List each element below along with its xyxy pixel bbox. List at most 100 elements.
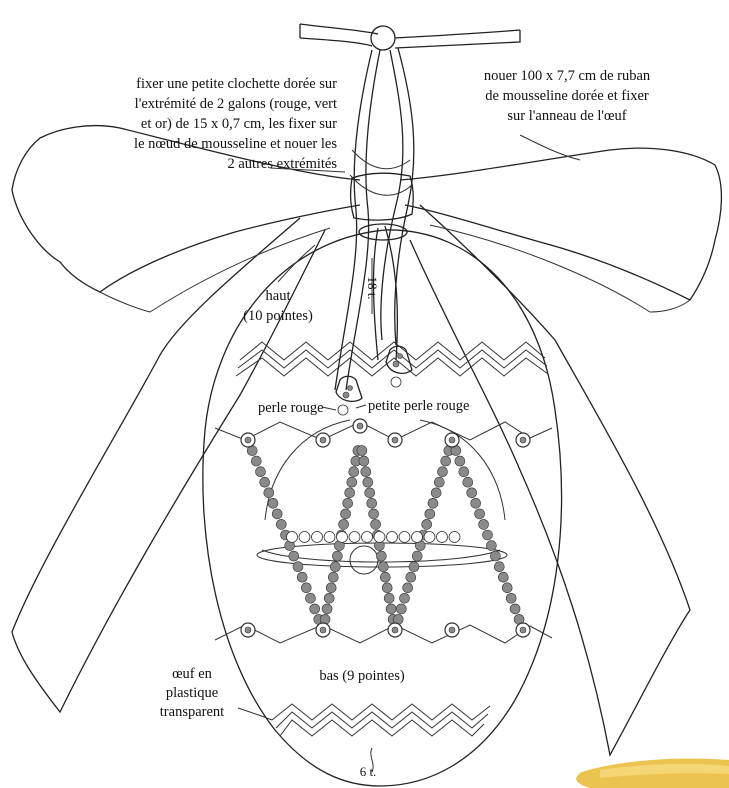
egg-top-ring — [359, 224, 407, 240]
bead — [332, 551, 342, 561]
bead — [276, 519, 286, 529]
bead — [330, 562, 340, 572]
callout-red-bead — [322, 407, 336, 410]
top-ribbon-loop — [300, 24, 378, 46]
bead — [498, 572, 508, 582]
egg-material-line-3: transparent — [160, 704, 224, 720]
bead — [438, 467, 448, 477]
pearl — [349, 532, 360, 543]
bead — [406, 572, 416, 582]
bead — [289, 551, 299, 561]
bell-instruction-line-5: 2 autres extrémités — [227, 156, 337, 172]
ring-bead-top — [388, 433, 402, 447]
ring-bead-top — [516, 433, 530, 447]
callout-small-red-bead — [356, 405, 366, 408]
callout-top — [278, 245, 315, 282]
bead — [272, 509, 282, 519]
pearl — [299, 532, 310, 543]
right-ribbon-tail — [410, 205, 690, 755]
bottom-zigzag-2 — [276, 712, 488, 728]
bead — [502, 583, 512, 593]
bell-instruction-line-3: et or) de 15 x 0,7 cm, les fixer sur — [141, 116, 337, 132]
bead — [293, 562, 303, 572]
bead — [347, 477, 357, 487]
ring-bead-top — [316, 433, 330, 447]
bead — [483, 530, 493, 540]
egg-material-line-2: plastique — [166, 685, 218, 701]
bottom-zigzag-3 — [280, 720, 484, 736]
bead — [349, 467, 359, 477]
ring-bead-bottom — [445, 623, 459, 637]
bead — [486, 541, 496, 551]
lower-guide-zigzag — [215, 625, 552, 643]
bead — [506, 593, 516, 603]
bell-left-icon — [336, 376, 362, 415]
bead — [425, 509, 435, 519]
bell-instruction: fixer une petite clochette dorée sur l'e… — [134, 76, 337, 172]
bead — [357, 446, 367, 456]
ring-bead-bottom — [516, 623, 530, 637]
cup-center — [350, 546, 378, 574]
bead — [345, 488, 355, 498]
pearl — [374, 532, 385, 543]
bell-instruction-line-1: fixer une petite clochette dorée sur — [136, 76, 337, 92]
bead — [310, 604, 320, 614]
bead — [471, 498, 481, 508]
left-bow-fold — [100, 228, 330, 312]
bead — [441, 456, 451, 466]
pearl — [287, 532, 298, 543]
bead — [434, 477, 444, 487]
bead — [369, 509, 379, 519]
top-ribbon-right — [395, 30, 520, 48]
bead — [422, 519, 432, 529]
pearl — [362, 532, 373, 543]
bead — [268, 498, 278, 508]
bottom-zigzag — [272, 704, 490, 720]
bead — [382, 583, 392, 593]
ribbon-instruction-line-3: sur l'anneau de l'œuf — [507, 108, 626, 124]
bead — [301, 583, 311, 593]
pearl — [437, 532, 448, 543]
bead — [264, 488, 274, 498]
rows-6-label: 6 t. — [360, 764, 377, 779]
egg-material-line-1: œuf en — [172, 666, 213, 682]
rows-18-label: 18 t. — [365, 276, 380, 299]
ribbon-instruction-line-1: nouer 100 x 7,7 cm de ruban — [484, 68, 651, 84]
bead — [409, 562, 419, 572]
ring-bead-bottom — [388, 623, 402, 637]
red-bead-label: perle rouge — [258, 400, 324, 416]
bead — [428, 498, 438, 508]
bead — [459, 467, 469, 477]
bell-instruction-line-2: l'extrémité de 2 galons (rouge, vert — [135, 96, 337, 112]
bead — [363, 477, 373, 487]
bead — [380, 572, 390, 582]
bead — [479, 519, 489, 529]
bead — [396, 604, 406, 614]
pearl — [424, 532, 435, 543]
bead — [359, 456, 369, 466]
bead — [339, 519, 349, 529]
pearl — [312, 532, 323, 543]
bead — [403, 583, 413, 593]
bead — [365, 488, 375, 498]
ring-bead-top — [241, 433, 255, 447]
bead — [361, 467, 371, 477]
bead — [431, 488, 441, 498]
bead — [490, 551, 500, 561]
pearl — [324, 532, 335, 543]
callout-egg — [238, 708, 272, 720]
egg-material-label: œuf en plastique transparent — [160, 666, 224, 720]
ring-bead-top — [353, 419, 367, 433]
bead — [367, 498, 377, 508]
pearl — [412, 532, 423, 543]
top-knot — [371, 26, 395, 50]
bell-right-icon — [386, 346, 412, 387]
bead — [378, 562, 388, 572]
ribbon-instruction: nouer 100 x 7,7 cm de ruban de mousselin… — [484, 68, 651, 124]
bead — [322, 604, 332, 614]
bead — [412, 551, 422, 561]
bead — [494, 562, 504, 572]
pearl — [337, 532, 348, 543]
bead — [386, 604, 396, 614]
